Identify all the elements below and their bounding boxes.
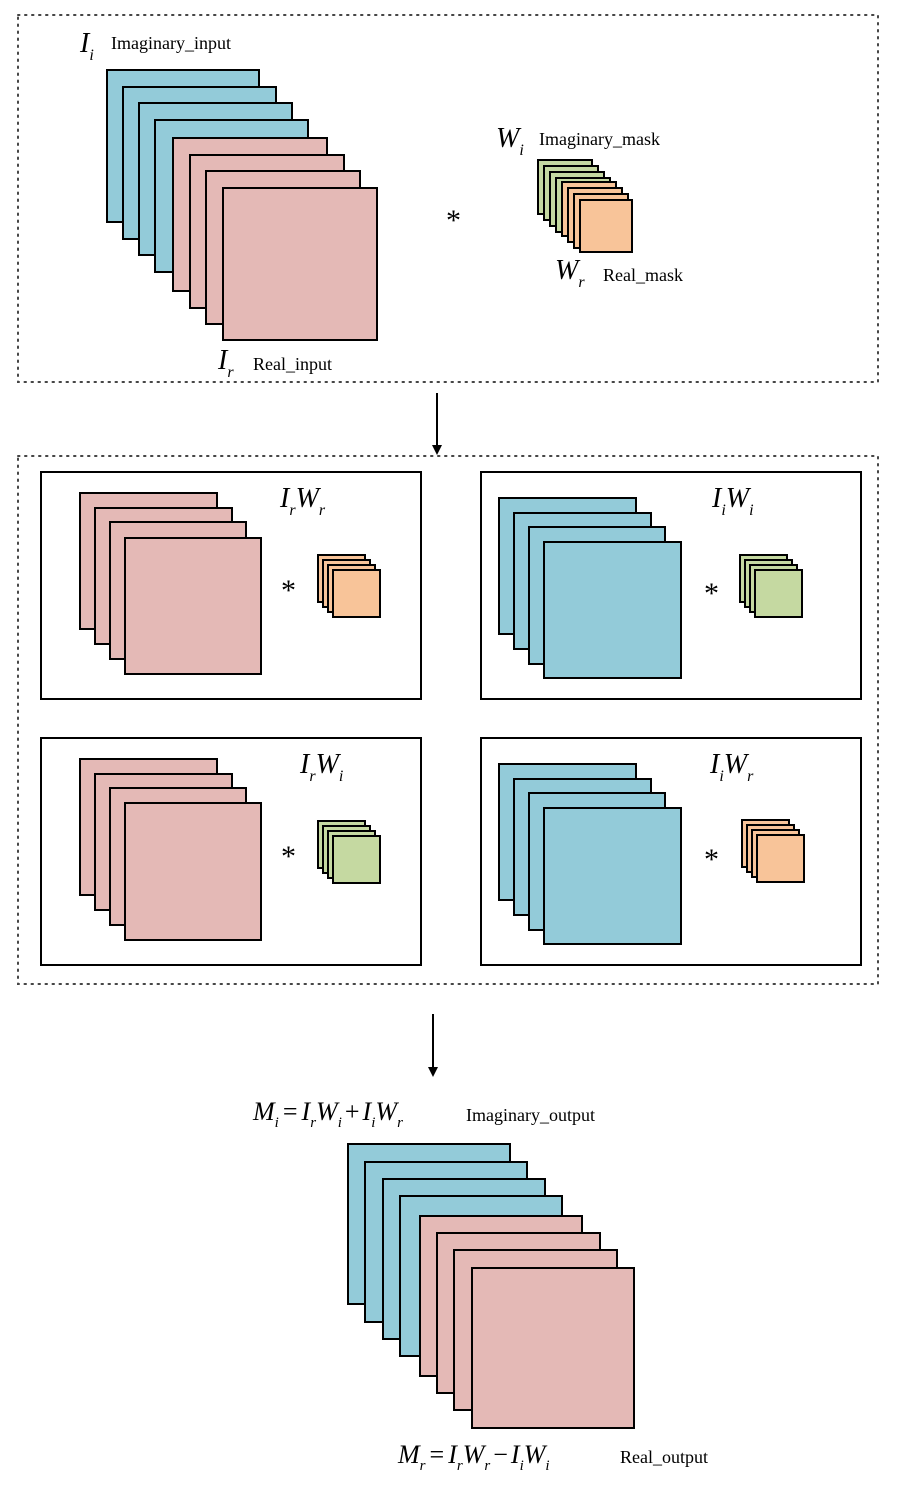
real-output-channel <box>471 1267 635 1429</box>
convolution-operator: * <box>446 204 461 237</box>
panel-product-label: IrWr <box>279 483 326 519</box>
real-input-channel <box>222 187 378 341</box>
panel-product-label: IrWi <box>299 749 343 785</box>
real-mask-channel <box>332 569 381 618</box>
imaginary-mask-channel <box>332 835 381 884</box>
real-input-text: Real_input <box>253 354 332 374</box>
real-input-label: Ir <box>217 345 234 381</box>
real-input-channel <box>124 802 262 941</box>
middle-section-frame <box>17 455 879 985</box>
imaginary-mask-text: Imaginary_mask <box>539 129 660 149</box>
real-mask-text: Real_mask <box>603 265 683 285</box>
convolution-operator: * <box>281 840 296 873</box>
real-mask-label: Wr <box>555 255 585 291</box>
imaginary-output-text: Imaginary_output <box>466 1105 595 1125</box>
imaginary-input-channel <box>543 541 682 679</box>
real-output-equation: Mr=IrWr−IiWi <box>397 1440 550 1474</box>
output-stack <box>347 1143 635 1429</box>
panel-product-label: IiWi <box>711 483 754 519</box>
panel-product-label: IiWr <box>709 749 754 785</box>
imaginary-input-label: Ii <box>79 28 94 64</box>
imaginary-mask-channel <box>754 569 803 618</box>
imaginary-output-equation: Mi=IrWi+IiWr <box>252 1097 403 1131</box>
panel-imag-real: * IiWr <box>480 737 862 966</box>
panel-imag-imag: * IiWi <box>480 471 862 700</box>
real-mask-channel <box>579 199 633 253</box>
real-input-channel <box>124 537 262 675</box>
imaginary-mask-label: Wi <box>496 123 524 159</box>
convolution-operator: * <box>704 577 719 610</box>
real-mask-channel <box>756 834 805 883</box>
input-stack <box>106 69 378 341</box>
imaginary-input-text: Imaginary_input <box>111 33 231 53</box>
mask-stack <box>537 159 633 253</box>
real-output-text: Real_output <box>620 1447 708 1467</box>
convolution-operator: * <box>704 843 719 876</box>
panel-real-imag: * IrWi <box>40 737 422 966</box>
panel-real-real: * IrWr <box>40 471 422 700</box>
top-section-frame <box>17 14 879 383</box>
convolution-operator: * <box>281 574 296 607</box>
imaginary-input-channel <box>543 807 682 945</box>
